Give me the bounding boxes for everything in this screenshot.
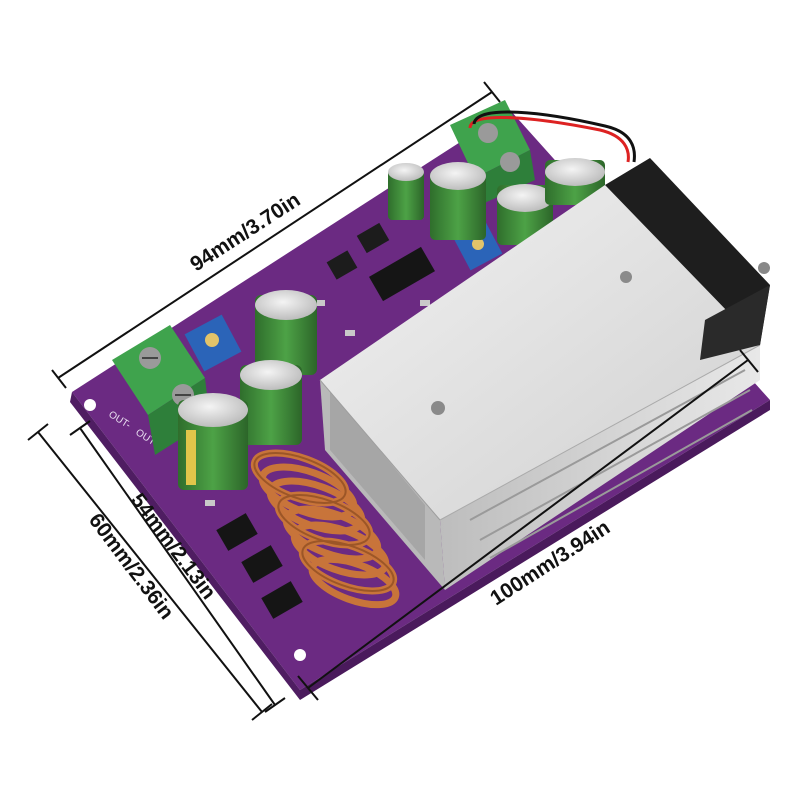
mosfet xyxy=(216,513,258,551)
heatsink-screw-hole xyxy=(431,401,445,415)
cooling-fan xyxy=(605,158,770,360)
mounting-hole xyxy=(294,649,306,661)
heatsink-screw-hole xyxy=(620,271,632,283)
capacitors xyxy=(178,158,605,490)
screw-icon xyxy=(478,123,498,143)
mounting-hole xyxy=(84,399,96,411)
fan-wire xyxy=(468,116,630,163)
screw-icon xyxy=(500,152,520,172)
dimension-lines xyxy=(27,81,759,721)
input-terminal-block xyxy=(450,100,535,205)
mosfet xyxy=(261,581,303,619)
smd-components xyxy=(205,222,435,619)
potentiometer xyxy=(184,314,242,372)
ic-chip xyxy=(369,246,435,302)
mosfet xyxy=(241,545,283,583)
